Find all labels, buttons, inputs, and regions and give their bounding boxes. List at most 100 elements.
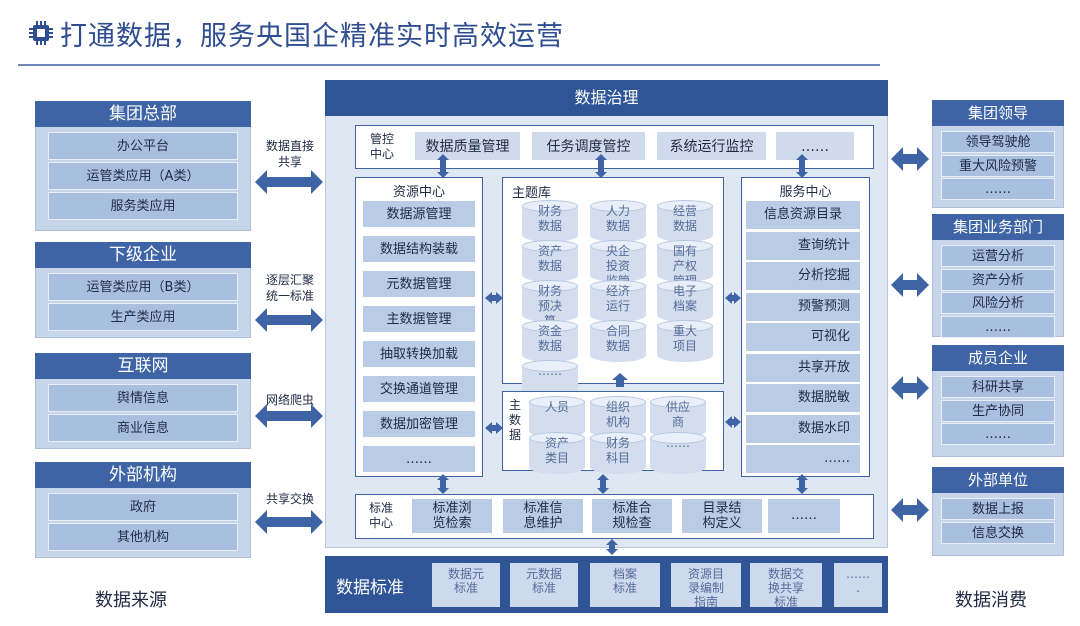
topic-library-label: 主题库 [512,186,552,201]
source-arrow-label: 逐层汇聚 统一标准 [265,273,314,303]
resource-item: 数据加密管理 [363,411,475,439]
consumer-footer: 数据消费 [955,590,1027,611]
topic-item: 财务 数据 [537,204,562,233]
consumer-heading: 成员企业 [932,345,1064,371]
data-standard-item: …… . [834,563,882,607]
chip-icon [29,21,53,45]
master-item: 财务 科目 [605,436,630,465]
service-item: 数据脱敏 [746,384,860,412]
source-footer: 数据来源 [95,590,167,611]
control-item: 数据质量管理 [414,131,521,161]
service-item: …… [746,445,860,473]
master-db-icon: 供应 商 [650,396,706,440]
topic-db-icon: 财务 预决 算 [522,280,578,328]
control-item: 系统运行监控 [656,131,767,161]
master-db-icon: 财务 科目 [590,432,646,476]
control-item: 任务调度管控 [531,131,646,161]
topic-db-icon: …… [522,360,578,404]
topic-db-icon: 重大 项目 [657,320,713,364]
topic-db-icon: 央企 投资 监管 [590,240,646,288]
topic-db-icon: 电子 档案 [657,280,713,324]
resource-item: 交换通道管理 [363,376,475,404]
service-item: 共享开放 [746,353,860,382]
consumer-heading: 外部单位 [932,467,1064,493]
source-heading: 外部机构 [35,462,251,488]
source-item: 办公平台 [48,132,238,160]
governance-header: 数据治理 [325,80,888,116]
master-item: …… [666,436,690,450]
source-item: 运管类应用（A类） [48,162,238,190]
double-arrow-icon [255,170,323,194]
source-item: 政府 [48,493,238,521]
topic-item: 经济 运行 [605,284,630,313]
consumer-item: …… [941,423,1055,445]
consumer-heading: 集团业务部门 [932,214,1064,240]
source-item: 生产类应用 [48,303,238,331]
page-title: 打通数据，服务央国企精准实时高效运营 [60,21,564,52]
resource-item: 数据结构装载 [363,236,475,264]
topic-item: 合同 数据 [605,324,630,353]
master-item: 供应 商 [665,400,690,429]
consumer-item: 领导驾驶舱 [941,131,1055,153]
resource-item: …… [363,446,475,474]
double-arrow-icon [255,404,323,428]
master-db-icon: 组织 机构 [590,396,646,440]
control-item: …… [775,131,855,161]
standard-item: 标准浏 览检索 [412,499,492,533]
service-item: 数据水印 [746,414,860,443]
topic-db-icon: 资产 数据 [522,240,578,284]
consumer-item: 生产协同 [941,399,1055,422]
data-standard-item: 档案 标准 [590,563,660,607]
topic-item: 资产 数据 [537,244,562,273]
source-heading: 互联网 [35,353,251,379]
source-item: 舆情信息 [48,384,238,412]
master-db-icon: 资产 类目 [529,432,585,476]
standard-center-label: 标准 中心 [368,501,393,530]
consumer-item: 风险分析 [941,292,1055,314]
topic-item: 重大 项目 [672,324,697,353]
consumer-heading: 集团领导 [932,100,1064,126]
standard-item: …… [768,499,840,533]
topic-db-icon: 经营 数据 [657,200,713,244]
topic-db-icon: 国有 产权 管理 [657,240,713,288]
topic-db-icon: 财务 数据 [522,200,578,244]
consumer-item: …… [941,315,1055,338]
resource-item: 抽取转换加载 [363,341,475,369]
data-standard-item: 资源目 录编制 指南 [671,563,741,609]
topic-item: 资金 数据 [537,324,562,353]
service-item: 查询统计 [746,231,860,260]
consumer-item: 科研共享 [941,376,1055,398]
data-standard-item: 数据元 标准 [432,563,500,607]
source-heading: 下级企业 [35,242,251,268]
consumer-item: 重大风险预警 [941,154,1055,177]
source-item: 商业信息 [48,414,238,442]
standard-item: 标准合 规检查 [592,499,672,533]
master-item: 组织 机构 [605,400,630,429]
consumer-item: 信息交换 [941,521,1055,544]
consumer-item: 数据上报 [941,498,1055,520]
source-item: 其他机构 [48,523,238,551]
service-item: 分析挖掘 [746,262,860,290]
master-item: 资产 类目 [544,436,569,465]
double-arrow-icon [891,376,929,400]
double-arrow-icon [255,510,323,534]
resource-center-label: 资源中心 [392,185,445,200]
resource-item: 元数据管理 [363,271,475,299]
title-divider [18,64,880,66]
source-item: 运管类应用（B类） [48,273,238,301]
topic-item: 电子 档案 [672,284,697,313]
master-item: 人员 [544,400,569,414]
topic-db-icon: 合同 数据 [590,320,646,364]
consumer-item: 资产分析 [941,268,1055,291]
double-arrow-icon [891,273,929,297]
source-item: 服务类应用 [48,192,238,220]
topic-item: 经营 数据 [672,204,697,233]
service-item: 可视化 [746,323,860,351]
standard-item: 目录结 构定义 [682,499,762,533]
data-standard-label: 数据标准 [336,578,404,598]
resource-item: 主数据管理 [363,306,475,334]
topic-item: 人力 数据 [605,204,630,233]
source-arrow-label: 数据直接 共享 [265,139,314,169]
service-center-label: 服务中心 [779,185,832,200]
topic-db-icon: 经济 运行 [590,280,646,324]
